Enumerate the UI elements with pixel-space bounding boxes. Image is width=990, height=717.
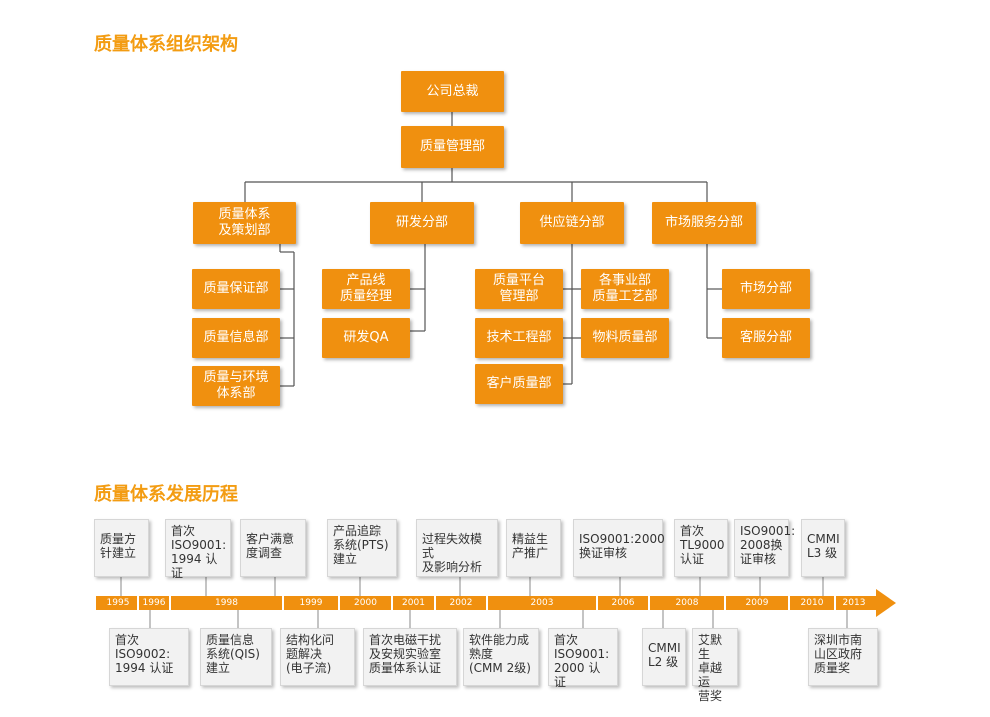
org-node-rd-qa: 研发QA <box>322 318 410 358</box>
year-label: 2010 <box>800 598 824 608</box>
org-chart-title: 质量体系组织架构 <box>94 34 238 55</box>
year-label: 2003 <box>530 598 554 608</box>
year-separator <box>788 596 790 610</box>
year-label: 2002 <box>449 598 473 608</box>
year-label: 1996 <box>142 598 166 608</box>
org-node-quality-environment: 质量与环境 体系部 <box>192 366 280 406</box>
org-node-supply-chain-branch: 供应链分部 <box>520 202 624 244</box>
year-label: 2008 <box>675 598 699 608</box>
year-label: 2006 <box>611 598 635 608</box>
event-card-top: 过程失效模式 及影响分析 <box>416 519 498 577</box>
event-card-top: 质量方 针建立 <box>94 519 149 577</box>
org-node-quality-system-planning: 质量体系 及策划部 <box>193 202 296 244</box>
org-node-customer-service-branch: 客服分部 <box>722 318 810 358</box>
org-node-quality-information: 质量信息部 <box>192 318 280 358</box>
org-node-market-service-branch: 市场服务分部 <box>652 202 756 244</box>
year-separator <box>596 596 598 610</box>
year-label: 1995 <box>106 598 130 608</box>
event-card-top: 首次 TL9000 认证 <box>674 519 728 577</box>
event-card-bottom: 结构化问 题解决 (电子流) <box>280 628 355 686</box>
event-card-top: ISO9001: 2008换 证审核 <box>734 519 795 577</box>
org-node-quality-assurance: 质量保证部 <box>192 269 280 309</box>
year-separator <box>434 596 436 610</box>
event-card-top: 客户满意 度调查 <box>240 519 306 577</box>
event-card-top: 首次 ISO9001: 1994 认证 <box>165 519 231 580</box>
year-label: 2009 <box>745 598 769 608</box>
event-card-top: CMMI L3 级 <box>801 519 845 577</box>
org-node-material-quality: 物料质量部 <box>581 318 669 358</box>
event-card-bottom: 首次 ISO9002: 1994 认证 <box>109 628 189 686</box>
org-node-product-line-quality-manager: 产品线 质量经理 <box>322 269 410 309</box>
org-node-market-branch: 市场分部 <box>722 269 810 309</box>
year-label: 2013 <box>842 598 866 608</box>
event-card-top: 产品追踪 系统(PTS) 建立 <box>327 519 397 577</box>
year-separator <box>724 596 726 610</box>
year-label: 1999 <box>299 598 323 608</box>
timeline-arrow-head <box>876 589 896 617</box>
org-node-division-quality-process: 各事业部 质量工艺部 <box>581 269 669 309</box>
year-separator <box>834 596 836 610</box>
event-card-bottom: 首次 ISO9001: 2000 认证 <box>548 628 618 689</box>
event-card-bottom: 软件能力成 熟度 (CMM 2级) <box>463 628 539 686</box>
year-separator <box>137 596 139 610</box>
org-node-technical-engineering: 技术工程部 <box>475 318 563 358</box>
event-card-bottom: 艾默生 卓越运 营奖 <box>692 628 738 703</box>
org-node-customer-quality: 客户质量部 <box>475 364 563 404</box>
year-label: 2000 <box>354 598 377 608</box>
year-separator <box>169 596 171 610</box>
event-card-bottom: CMMI L2 级 <box>642 628 686 686</box>
event-card-bottom: 首次电磁干扰 及安规实验室 质量体系认证 <box>363 628 457 686</box>
year-separator <box>338 596 340 610</box>
timeline-title: 质量体系发展历程 <box>94 484 238 505</box>
event-card-top: 精益生 产推广 <box>506 519 561 577</box>
year-separator <box>282 596 284 610</box>
year-label: 2001 <box>402 598 425 608</box>
year-separator <box>648 596 650 610</box>
org-node-quality-platform: 质量平台 管理部 <box>475 269 563 309</box>
org-node-quality-management: 质量管理部 <box>401 126 504 168</box>
event-card-bottom: 深圳市南 山区政府 质量奖 <box>808 628 878 686</box>
year-separator <box>391 596 393 610</box>
year-separator <box>486 596 488 610</box>
org-node-rd-branch: 研发分部 <box>370 202 474 244</box>
event-card-top: ISO9001:2000 换证审核 <box>573 519 665 577</box>
event-card-bottom: 质量信息 系统(QIS) 建立 <box>200 628 272 686</box>
year-label: 1998 <box>215 598 238 608</box>
org-node-president: 公司总裁 <box>401 71 504 112</box>
